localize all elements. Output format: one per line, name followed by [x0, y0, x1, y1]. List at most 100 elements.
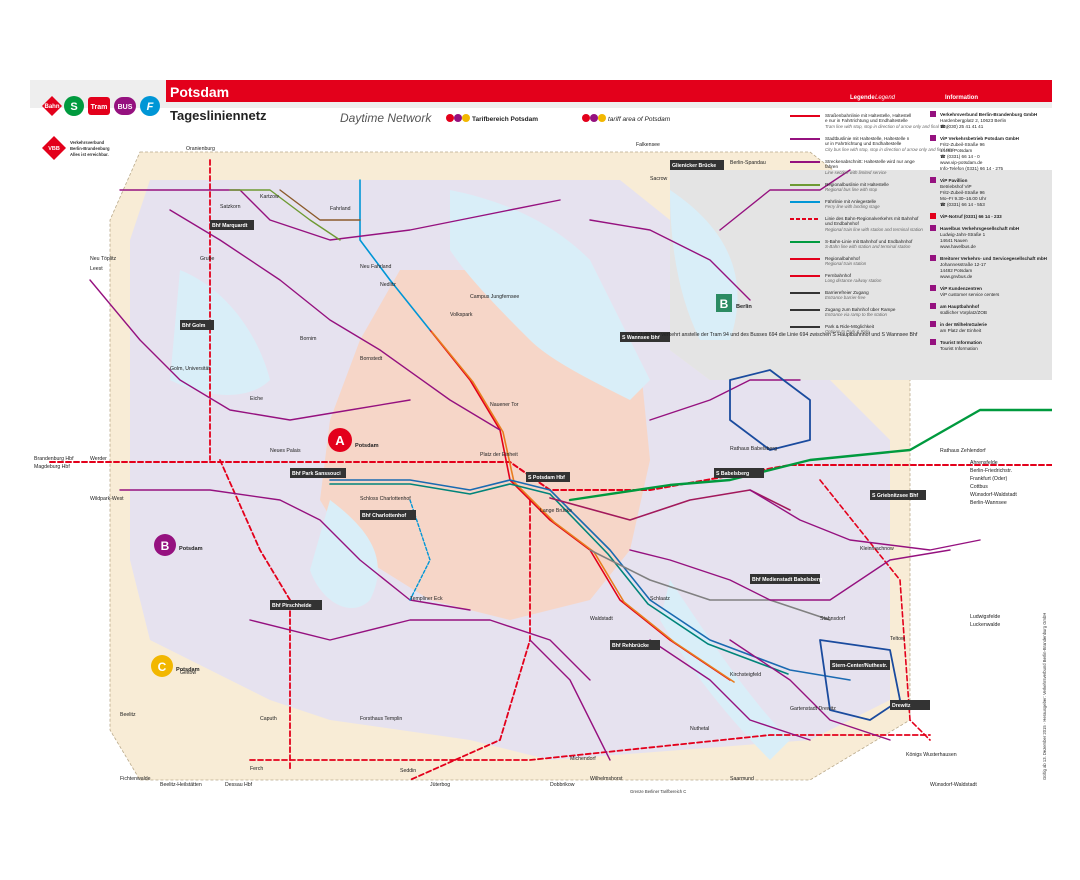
- station-stern[interactable]: Stern-Center/Nuthestr.: [830, 660, 890, 670]
- info-line-2-1: Fritz-Zubeil-Straße 96: [940, 190, 985, 195]
- label-campus-jungfernsee: Campus Jungfernsee: [470, 294, 519, 300]
- info-icon-8: [930, 321, 936, 327]
- bus-line-694: [629, 549, 951, 601]
- zone-c-letter: C: [158, 660, 167, 674]
- station-glienicke[interactable]: Glienicker Brücke: [670, 160, 724, 170]
- vbb-line1: Verkehrsverbund: [70, 140, 105, 145]
- svg-text:Stern-Center/Nuthestr.: Stern-Center/Nuthestr.: [832, 663, 888, 669]
- station-park-sanssouci[interactable]: Bhf Park Sanssouci: [290, 468, 346, 478]
- bus-line-612: [169, 209, 501, 431]
- vbb-line2: Berlin-Brandenburg: [70, 146, 110, 151]
- label-saarmund: Saarmund: [730, 776, 754, 782]
- label-stahnsdorf: Stahnsdorf: [820, 616, 846, 622]
- bus-line-690: [729, 639, 891, 741]
- legend-text-4: Fährlinie mit Anlegestelle: [825, 199, 877, 204]
- info-title-0: Verkehrsverbund Berlin-Brandenburg GmbH: [940, 112, 1038, 117]
- svg-text:S: S: [70, 101, 77, 113]
- info-title-1: ViP Verkehrsbetrieb Potsdam GmbH: [940, 136, 1020, 141]
- tram-line-91: [329, 479, 851, 681]
- label-grube: Grube: [200, 256, 215, 262]
- dest-koenigs-wusterhausen: Königs Wusterhausen: [906, 752, 957, 758]
- s-bahn-icon: S: [64, 96, 84, 116]
- label-bornstedt: Bornstedt: [360, 356, 383, 362]
- svg-text:F: F: [147, 101, 154, 113]
- info-icon-5: [930, 255, 936, 261]
- station-charlottenhof[interactable]: Bhf Charlottenhof: [360, 510, 416, 520]
- station-boxes: S Potsdam Hbf S Wannsee Bhf S Griebnitzs…: [180, 160, 930, 710]
- regional-bus-line-638: [279, 189, 361, 221]
- bahn-icon: Bahn: [42, 96, 62, 116]
- info-line-5-2: www.gnvbus.de: [940, 274, 973, 279]
- zone-b-marker-icon: [154, 534, 176, 556]
- label-nuthetal: Nuthetal: [690, 726, 709, 732]
- station-marquardt[interactable]: Bhf Marquardt: [210, 220, 254, 230]
- info-title-4: Havelbus Verkehrsgesellschaft mbH: [940, 226, 1020, 231]
- dest-oranienburg: Oranienburg: [186, 146, 215, 152]
- svg-text:S Potsdam Hbf: S Potsdam Hbf: [528, 475, 565, 481]
- legend-text-3: Regionalbuslinie mit Haltestelle: [825, 182, 889, 187]
- station-pirschheide[interactable]: Bhf Pirschheide: [270, 600, 322, 610]
- dest-werder: Werder: [90, 456, 107, 462]
- svg-text:Bhf Charlottenhof: Bhf Charlottenhof: [362, 513, 406, 519]
- info-title-3: ViP-Notruf (0331) 66 14 - 233: [940, 214, 1002, 219]
- tram-line-99: [589, 549, 831, 621]
- label-fahrland: Fahrland: [330, 206, 351, 212]
- station-babelsberg[interactable]: S Babelsberg: [714, 468, 764, 478]
- station-drewitz[interactable]: Drewitz: [890, 700, 930, 710]
- info-line-9-0: Tourist Information: [940, 346, 978, 351]
- label-fichtenwalde: Fichtenwalde: [120, 776, 151, 782]
- bus-line-620: [749, 489, 981, 551]
- label-neu-toeplitz: Neu Töplitz: [90, 256, 117, 262]
- network-title: Tagesliniennetz: [170, 108, 267, 123]
- info-title-6: ViP Kundenzentren: [940, 286, 982, 291]
- svg-text:Bhf Pirschheide: Bhf Pirschheide: [272, 603, 312, 609]
- legend-text-cont-2: fahren: [825, 164, 838, 169]
- station-medienstadt[interactable]: Bhf Medienstadt Babelsberg: [750, 574, 822, 584]
- label-nedlitz: Nedlitz: [380, 282, 396, 288]
- info-line-4-1: 14641 Nauen: [940, 238, 968, 243]
- zone-a-label: Potsdam: [355, 443, 379, 449]
- information-panel: Verkehrsverbund Berlin-Brandenburg GmbH H…: [930, 111, 1048, 351]
- dest-cottbus: Cottbus: [970, 484, 988, 490]
- legend-text-cont-0: e nur in Fahrtrichtung und Endhaltestell…: [825, 118, 908, 123]
- mode-icons: Bahn S Tram BUS F: [42, 96, 160, 116]
- tram-line-94: [329, 483, 789, 675]
- legend-text-en-0: Tram line with stop, stop in direction o…: [825, 124, 949, 129]
- station-golm[interactable]: Bhf Golm: [180, 320, 214, 330]
- label-rathaus-babelsberg: Rathaus Babelsberg: [730, 446, 777, 452]
- label-leest: Leest: [90, 266, 103, 272]
- label-kleinmachnow: Kleinmachnow: [860, 546, 894, 552]
- label-platz-der-einheit: Platz der Einheit: [480, 452, 518, 458]
- svg-text:Glienicker Brücke: Glienicker Brücke: [672, 163, 716, 169]
- zone-b-berlin-label: Berlin: [736, 304, 752, 310]
- station-rehbruecke[interactable]: Bhf Rehbrücke: [610, 640, 660, 650]
- dest-luckenwalde: Luckenwalde: [970, 622, 1000, 628]
- svg-text:Drewitz: Drewitz: [892, 703, 911, 709]
- header-red-bar: [166, 80, 1052, 102]
- network-subtitle: Daytime Network: [340, 111, 432, 125]
- station-griebnitzsee[interactable]: S Griebnitzsee Bhf: [870, 490, 926, 500]
- legend-text-cont-5: und Endbahnhof: [825, 221, 859, 226]
- label-caputh: Caputh: [260, 716, 277, 722]
- station-potsdam-hbf[interactable]: S Potsdam Hbf: [526, 472, 570, 482]
- legend-text-cont-1: ur in Fahrtrichtung und Endhaltestelle: [825, 141, 902, 146]
- label-michendorf: Michendorf: [570, 756, 596, 762]
- station-labels: Kartzow Satzkorn Fahrland Neu Fahrland N…: [90, 176, 918, 782]
- label-kirchsteigfeld: Kirchsteigfeld: [730, 672, 761, 678]
- dest-dobbrikow: Dobbrikow: [550, 782, 575, 788]
- label-beelitz: Beelitz: [120, 712, 136, 718]
- info-line-5-1: 14482 Potsdam: [940, 268, 972, 273]
- tariff-zones: A Potsdam B Potsdam B Berlin C Potsdam G…: [109, 151, 1052, 794]
- info-line-8-0: am Platz der Einheit: [940, 328, 982, 333]
- bus-line-607: [529, 639, 611, 761]
- svg-text:S Griebnitzsee Bhf: S Griebnitzsee Bhf: [872, 493, 918, 499]
- info-line-2-0: Betriebshof ViP: [940, 184, 972, 189]
- label-schlaatz: Schlaatz: [650, 596, 670, 602]
- dest-wuensdorf-1: Wünsdorf-Waldstadt: [970, 492, 1017, 498]
- label-satzkorn: Satzkorn: [220, 204, 241, 210]
- information-heading: Information: [945, 95, 978, 101]
- station-wannsee[interactable]: S Wannsee Bhf: [620, 332, 670, 342]
- dest-friedrichstr: Berlin-Friedrichstr.: [970, 468, 1012, 474]
- dest-beelitz-heilstaetten: Beelitz-Heilstätten: [160, 782, 202, 788]
- info-title-8: in der WilhelmGalerie: [940, 322, 987, 327]
